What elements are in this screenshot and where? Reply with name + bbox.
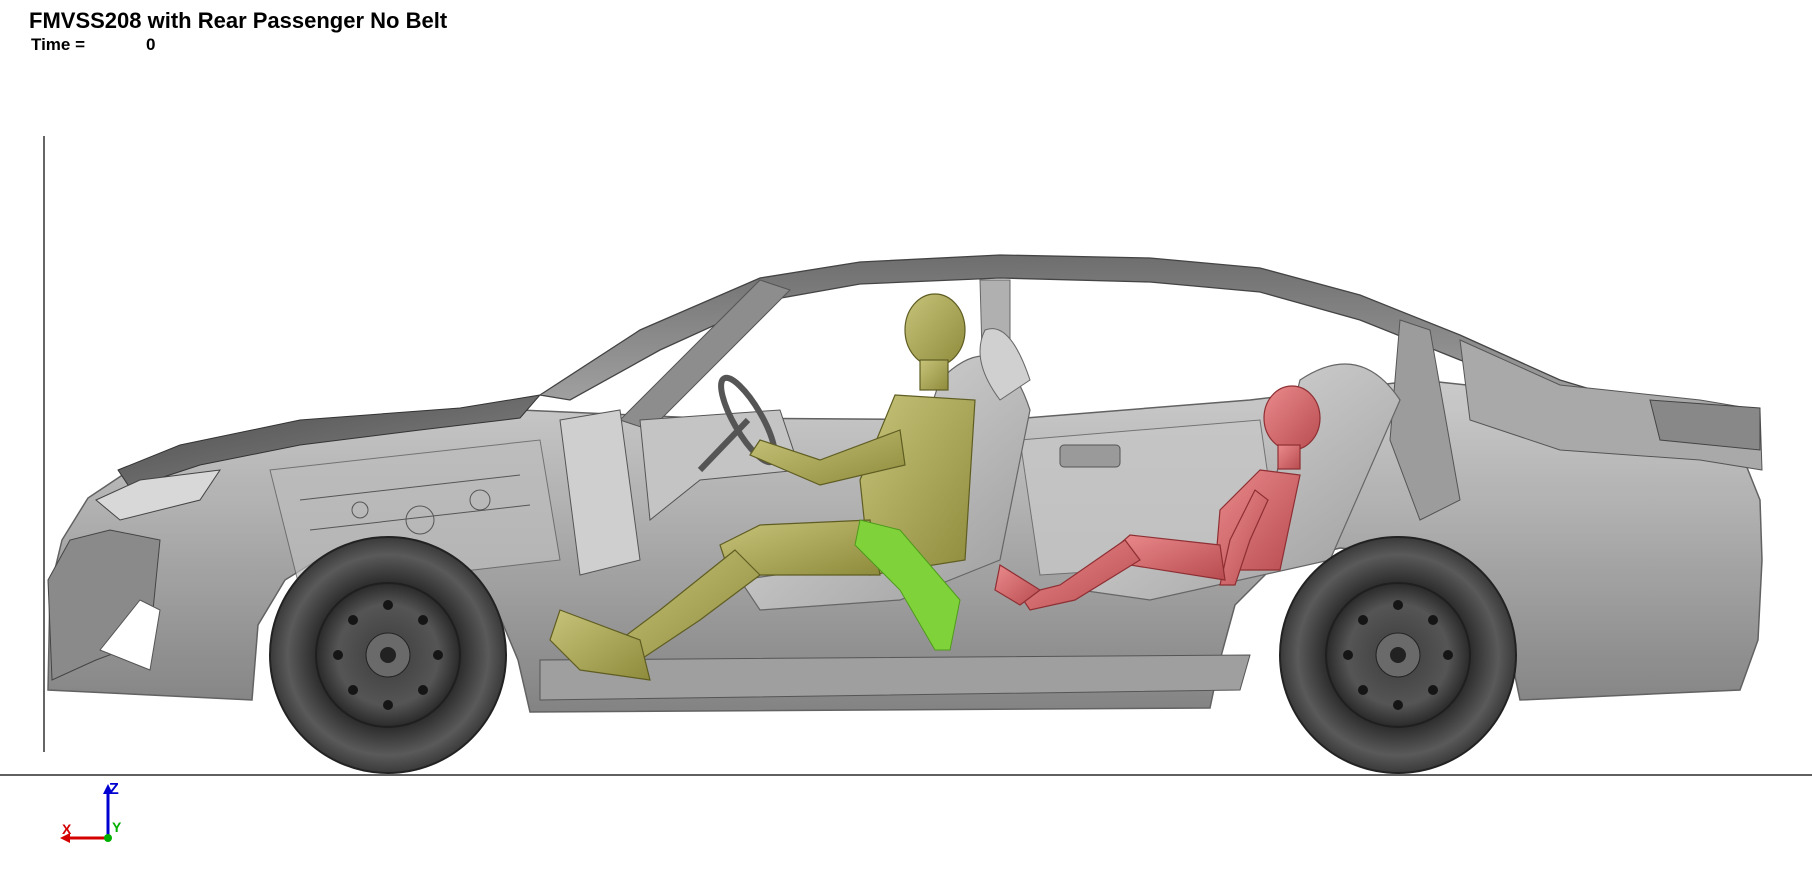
axis-triad: Z X Y bbox=[60, 781, 122, 843]
driver-dummy-arm bbox=[749, 429, 906, 486]
vehicle-door-handle bbox=[1059, 444, 1121, 468]
driver-headrest bbox=[979, 328, 1031, 401]
driver-dummy-neck bbox=[919, 359, 949, 391]
time-label: Time = bbox=[31, 35, 86, 54]
rear-wheel bbox=[1279, 536, 1517, 774]
rear-dummy-arm bbox=[1219, 489, 1269, 586]
triad-x-label: X bbox=[62, 821, 72, 837]
rear-dummy-shin bbox=[1019, 539, 1141, 611]
triad-y-axis bbox=[104, 834, 112, 842]
wheel-holes bbox=[333, 600, 1453, 710]
triad-y-label: Y bbox=[112, 819, 122, 835]
vehicle-headlight bbox=[95, 469, 222, 521]
seat-belt bbox=[854, 519, 961, 651]
time-value: 0 bbox=[146, 35, 156, 54]
vehicle-fog-light bbox=[99, 599, 161, 671]
rear-dummy-foot bbox=[994, 564, 1042, 606]
driver-dummy-foot bbox=[549, 609, 651, 681]
rear-dummy bbox=[994, 385, 1321, 611]
driver-dummy-head bbox=[904, 293, 966, 367]
front-wheel bbox=[269, 536, 507, 774]
triad-z-label: Z bbox=[109, 781, 119, 798]
vehicle-tail-light bbox=[1649, 399, 1761, 451]
simulation-title: FMVSS208 with Rear Passenger No Belt bbox=[29, 8, 448, 33]
rear-dummy-neck bbox=[1277, 444, 1301, 470]
vehicle-hood bbox=[117, 394, 542, 489]
vehicle-floor bbox=[539, 654, 1251, 701]
rear-dummy-head bbox=[1263, 385, 1321, 451]
